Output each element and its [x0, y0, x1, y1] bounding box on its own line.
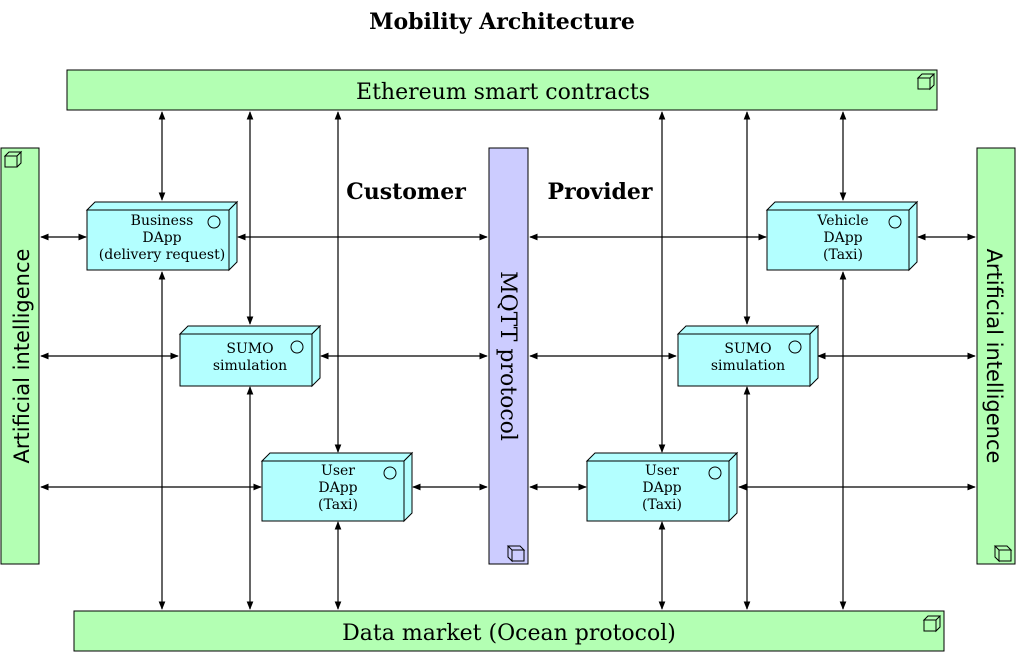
node-label-line: User	[645, 463, 679, 479]
node-icon	[290, 340, 304, 354]
component-icon	[916, 73, 936, 91]
component-icon	[993, 545, 1013, 563]
node-label-line: simulation	[213, 358, 287, 374]
node-icon	[888, 215, 902, 229]
node-label-line: User	[321, 463, 355, 479]
vehicle-dapp-node: Vehicle DApp (Taxi)	[765, 200, 919, 272]
provider-user-dapp-node: User DApp (Taxi)	[585, 451, 739, 523]
right-ai-bar: Artificial intelligence	[976, 147, 1016, 565]
node-icon	[788, 340, 802, 354]
node-label-line: DApp	[642, 480, 681, 496]
node-label-line: (Taxi)	[642, 497, 682, 513]
node-icon	[708, 466, 722, 480]
node-label-line: DApp	[318, 480, 357, 496]
business-dapp-node: Business DApp (delivery request)	[85, 200, 239, 272]
ethereum-bar: Ethereum smart contracts	[66, 69, 938, 111]
customer-user-dapp-node: User DApp (Taxi)	[260, 451, 414, 523]
provider-label: Provider	[548, 179, 653, 205]
node-label-line: (Taxi)	[823, 247, 863, 263]
diagram-title: Mobility Architecture	[369, 9, 635, 35]
customer-sumo-node: SUMO simulation	[178, 324, 322, 388]
data-market-label: Data market (Ocean protocol)	[342, 621, 676, 646]
connectors	[40, 111, 976, 610]
right-ai-label: Artificial intelligence	[982, 249, 1006, 464]
node-label-line: DApp	[823, 230, 862, 246]
customer-label: Customer	[346, 179, 466, 205]
node-label-line: Business	[131, 213, 194, 229]
node-icon	[207, 215, 221, 229]
node-label-line: DApp	[142, 230, 181, 246]
mqtt-bar: MQTT protocol	[488, 147, 529, 565]
node-label-line: (delivery request)	[99, 247, 225, 263]
mqtt-label: MQTT protocol	[495, 271, 520, 441]
component-icon	[3, 150, 23, 168]
provider-sumo-node: SUMO simulation	[676, 324, 820, 388]
ethereum-label: Ethereum smart contracts	[356, 80, 650, 105]
node-label-line: SUMO	[226, 341, 273, 357]
node-label-line: SUMO	[724, 341, 771, 357]
node-label-line: (Taxi)	[318, 497, 358, 513]
component-icon	[506, 545, 526, 563]
node-icon	[383, 466, 397, 480]
node-label-line: Vehicle	[816, 213, 868, 229]
component-icon	[922, 615, 942, 633]
node-label-line: simulation	[711, 358, 785, 374]
left-ai-label: Artificial intelligence	[10, 249, 34, 464]
data-market-bar: Data market (Ocean protocol)	[73, 610, 945, 652]
left-ai-bar: Artificial intelligence	[0, 147, 40, 565]
